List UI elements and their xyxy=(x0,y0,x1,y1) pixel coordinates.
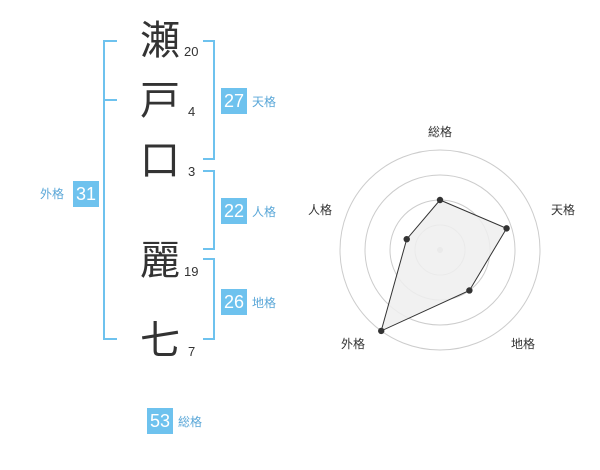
radar-axis-label-chikaku: 地格 xyxy=(510,337,535,351)
jinkaku-label: 人格 xyxy=(252,205,277,219)
gaikaku-label: 外格 xyxy=(40,187,65,201)
radar-point-3 xyxy=(466,287,473,294)
soukaku-badge: 53 xyxy=(147,408,173,434)
radar-point-2 xyxy=(503,225,510,232)
radar-ring-2 xyxy=(364,174,516,326)
chikaku-badge: 26 xyxy=(221,289,247,315)
stroke-count-1: 20 xyxy=(184,44,199,59)
radar-point-4 xyxy=(378,327,385,335)
name-char-1: 瀬 xyxy=(140,18,180,64)
gaikaku-badge: 31 xyxy=(73,181,99,207)
radar-axis-label-gaikaku: 外格 xyxy=(340,337,365,351)
stroke-count-5: 7 xyxy=(188,344,196,359)
stroke-count-2: 4 xyxy=(188,104,196,119)
name-char-5: 七 xyxy=(140,318,180,364)
name-char-2: 戸 xyxy=(140,78,180,124)
stroke-count-3: 3 xyxy=(188,164,196,179)
radar-ring-1 xyxy=(339,149,541,351)
stroke-count-4: 19 xyxy=(184,264,199,279)
radar-axis-label-tenkaku: 天格 xyxy=(550,203,575,217)
tenkaku-label: 天格 xyxy=(252,95,277,109)
radar-axis-label-jinkaku: 人格 xyxy=(307,203,332,217)
radar-point-1 xyxy=(436,196,444,204)
jinkaku-badge: 22 xyxy=(221,198,247,224)
radar-axis-label-soukaku: 総格 xyxy=(427,125,452,139)
name-char-4: 麗 xyxy=(140,238,180,284)
soukaku-label: 総格 xyxy=(178,415,203,429)
name-char-3: 口 xyxy=(140,138,180,184)
tenkaku-badge: 27 xyxy=(221,88,247,114)
radar-point-5 xyxy=(403,235,410,243)
chikaku-label: 地格 xyxy=(252,296,277,310)
radar-polygon xyxy=(380,199,508,332)
